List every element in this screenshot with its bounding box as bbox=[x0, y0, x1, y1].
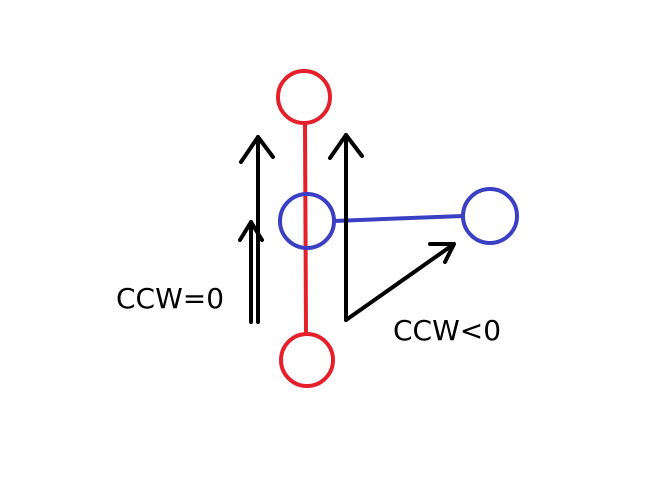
collinear-short-arrow bbox=[238, 220, 264, 324]
collinear-label: CCW=0 bbox=[116, 282, 224, 315]
blue-segment-line bbox=[332, 214, 465, 223]
red-bottom-point bbox=[279, 332, 335, 388]
blue-right-point bbox=[461, 187, 519, 245]
clockwise-diagonal-arrow bbox=[344, 242, 456, 322]
clockwise-label: CCW<0 bbox=[393, 314, 501, 347]
collinear-long-arrow bbox=[239, 135, 275, 324]
clockwise-vertical-arrow bbox=[328, 133, 364, 322]
red-top-point bbox=[276, 69, 332, 125]
blue-left-point bbox=[278, 192, 336, 250]
red-segment-line bbox=[303, 121, 308, 335]
